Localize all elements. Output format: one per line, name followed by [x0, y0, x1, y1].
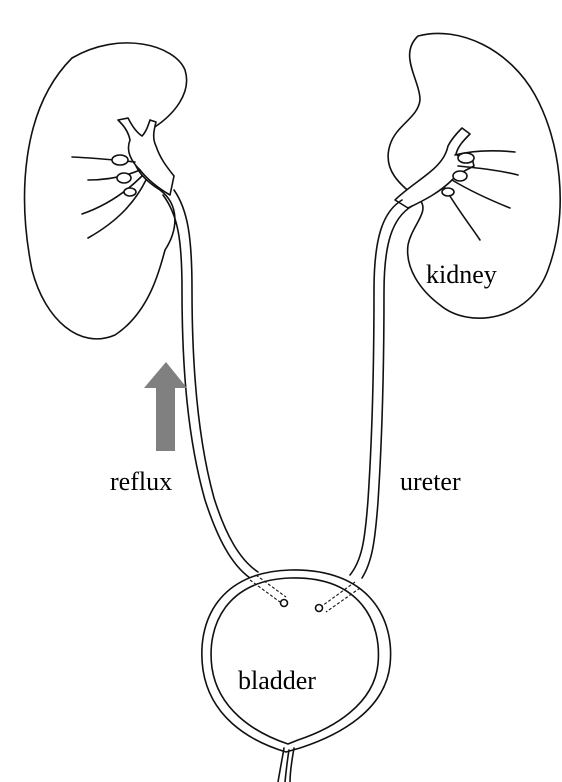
ureter-label: ureter: [400, 469, 461, 495]
right-ureter: [350, 200, 412, 578]
bladder-label: bladder: [238, 668, 316, 694]
kidney-label: kidney: [426, 262, 497, 288]
left-kidney: [25, 43, 187, 339]
reflux-label: reflux: [110, 469, 172, 495]
reflux-arrow-icon: [144, 362, 187, 451]
